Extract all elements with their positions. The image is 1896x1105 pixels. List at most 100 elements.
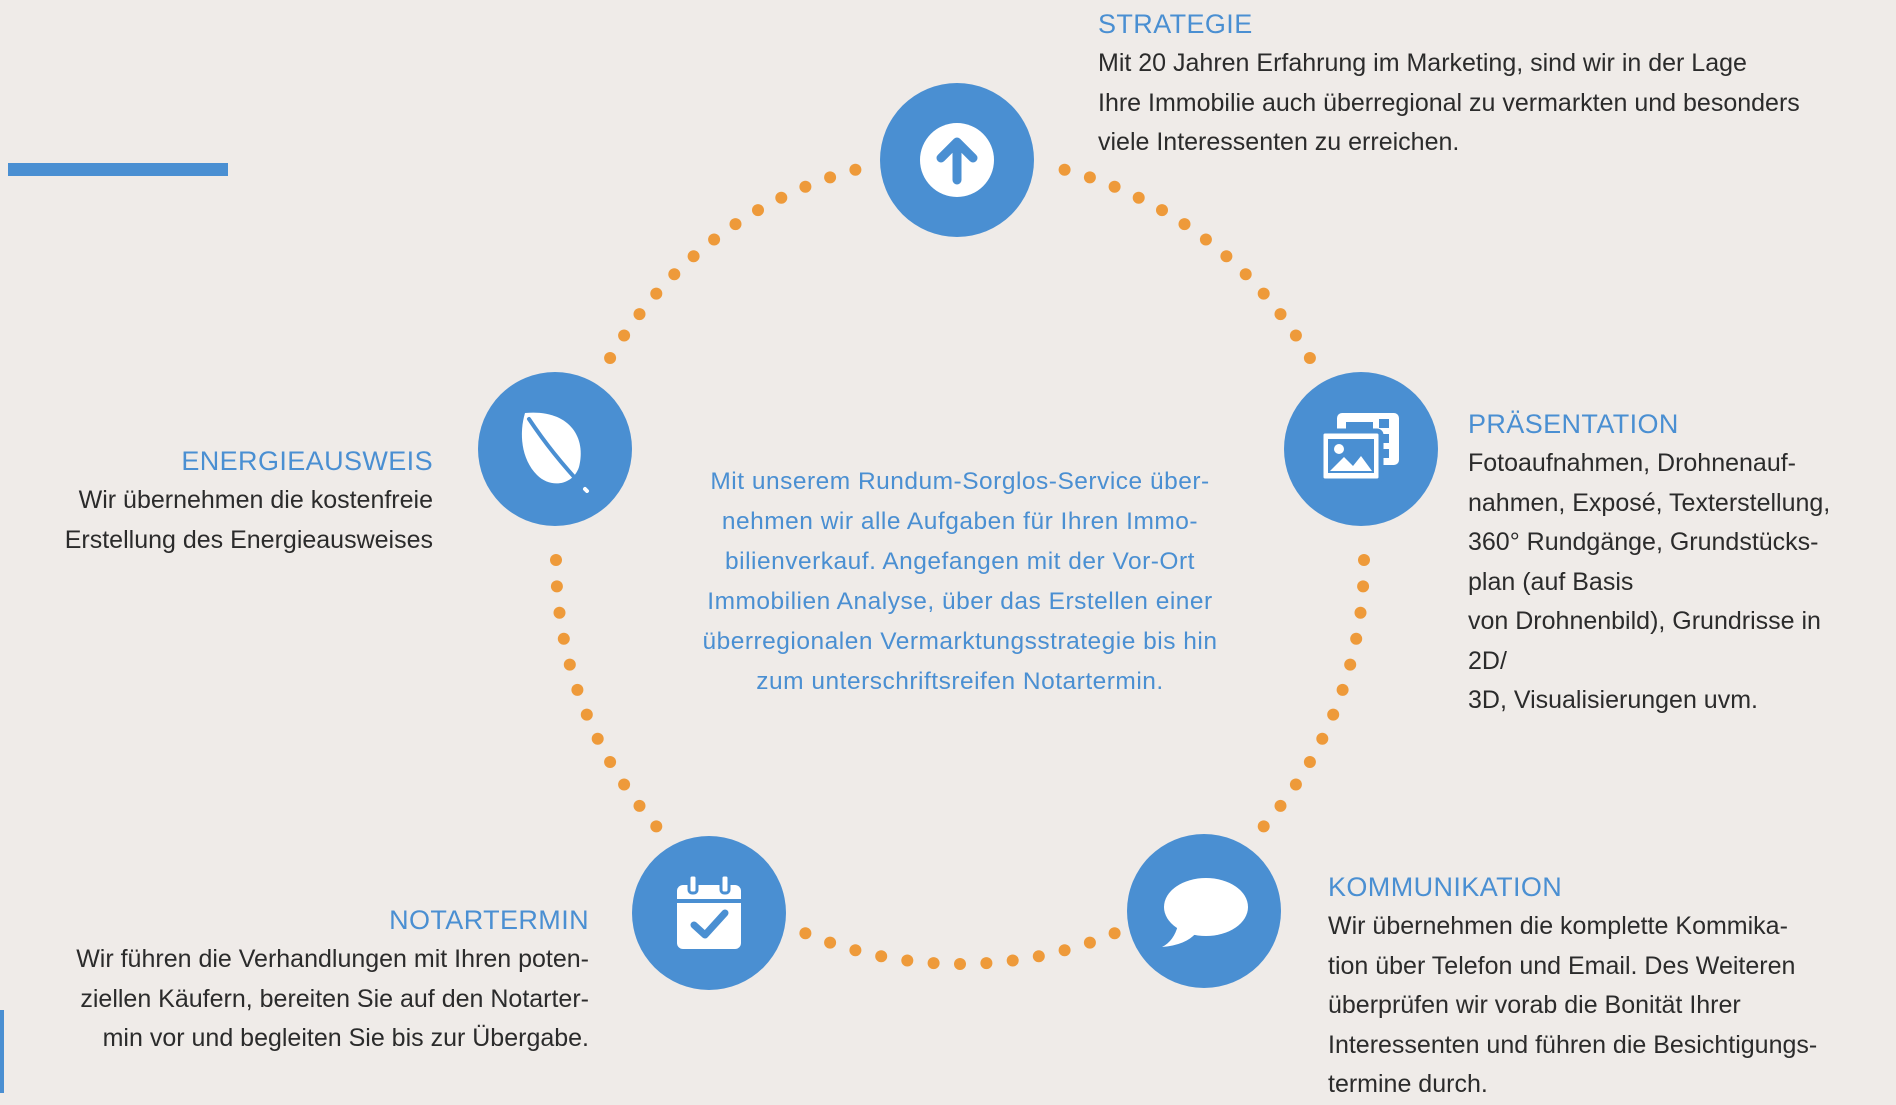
ring-dot [1083, 936, 1096, 949]
energieausweis-line: Erstellung des Energieausweises [64, 525, 433, 554]
kommunikation-line: Interessenten und führen die Besichtigun… [1328, 1030, 1818, 1059]
ring-dot [1289, 778, 1302, 791]
praesentation-line: 3D, Visualisierungen uvm. [1468, 686, 1758, 714]
praesentation-title: PRÄSENTATION [1468, 409, 1679, 439]
center-description-line: nehmen wir alle Aufgaben für Ihren Immo- [721, 508, 1199, 535]
kommunikation-line: termine durch. [1328, 1070, 1488, 1098]
ring-dot [668, 268, 681, 281]
ring-dot [1108, 927, 1121, 940]
ring-dot [849, 163, 862, 176]
ring-dot [1058, 944, 1071, 957]
ring-dot [824, 171, 837, 184]
ring-dot [799, 180, 812, 193]
ring-dot [875, 950, 888, 963]
strategie-text: STRATEGIE Mit 20 Jahren Erfahrung im Mar… [1098, 4, 1800, 163]
center-description-line: überregionalen Vermarktungsstrategie bis… [702, 628, 1218, 655]
praesentation-line: nahmen, Exposé, Texterstellung, [1468, 488, 1831, 517]
ring-dot [954, 958, 966, 970]
ring-dot [1132, 191, 1145, 204]
praesentation-line: 2D/ [1468, 646, 1507, 675]
ring-dot [650, 287, 663, 300]
ring-dot [1336, 683, 1349, 696]
ring-dot [1357, 580, 1370, 593]
notartermin-text: NOTARTERMIN Wir führen die Verhandlungen… [76, 900, 589, 1059]
kommunikation-title: KOMMUNIKATION [1328, 872, 1563, 902]
kommunikation-line: tion über Telefon und Email. Des Weitere… [1328, 951, 1796, 980]
praesentation-line: Fotoaufnahmen, Drohnenauf- [1468, 449, 1796, 477]
ring-dot [980, 957, 993, 970]
praesentation-line: plan (auf Basis [1468, 567, 1634, 596]
energieausweis-line: Wir übernehmen die kostenfreie [78, 486, 433, 514]
ring-dot [1199, 233, 1212, 246]
ring-dot [1289, 329, 1302, 342]
ring-dot [1239, 268, 1252, 281]
ring-dot [550, 580, 563, 593]
calendar-check-icon [677, 873, 741, 949]
ring-dot [799, 927, 812, 940]
ring-dot [1358, 554, 1370, 566]
ring-dot [1108, 180, 1121, 193]
kommunikation-node [1127, 834, 1281, 988]
strategie-node [880, 83, 1034, 237]
ring-dot [563, 658, 576, 671]
ring-dot [1083, 171, 1096, 184]
ring-dot [1274, 308, 1287, 321]
center-description-line: Mit unserem Rundum-Sorglos-Service über- [710, 468, 1210, 495]
center-description-line: Immobilien Analyse, über das Erstellen e… [707, 588, 1213, 615]
ring-dot [1327, 708, 1340, 721]
ring-dot [618, 329, 631, 342]
praesentation-node [1284, 372, 1438, 526]
center-description-line: zum unterschriftsreifen Notartermin. [756, 668, 1164, 695]
notartermin-line: Wir führen die Verhandlungen mit Ihren p… [76, 945, 589, 973]
ring-dot [1257, 820, 1270, 833]
strategie-line: Ihre Immobilie auch überregional zu verm… [1098, 88, 1800, 117]
decorative-edge-bar [0, 1010, 4, 1093]
ring-dot [580, 708, 593, 721]
ring-dot [1303, 756, 1316, 768]
ring-dot [1220, 250, 1233, 263]
strategie-title: STRATEGIE [1098, 9, 1253, 39]
ring-dot [1316, 732, 1329, 745]
ring-dot [1032, 950, 1045, 963]
speech-bubble-icon [1162, 878, 1248, 947]
center-description-line: bilienverkauf. Angefangen mit der Vor-Or… [725, 548, 1195, 575]
ring-dot [927, 957, 940, 970]
ring-dot [633, 799, 646, 812]
leaf-icon [521, 412, 589, 493]
ring-dot [553, 606, 566, 619]
kommunikation-line: überprüfen wir vorab die Bonität Ihrer [1328, 991, 1741, 1019]
ring-dot [604, 756, 617, 768]
media-gallery-icon [1318, 413, 1399, 484]
ring-dot [901, 954, 914, 967]
ring-dot [752, 204, 764, 217]
praesentation-text: PRÄSENTATION Fotoaufnahmen, Drohnenauf- … [1468, 404, 1830, 721]
strategie-line: Mit 20 Jahren Erfahrung im Marketing, si… [1098, 49, 1747, 77]
decorative-accent-bar [8, 163, 228, 176]
energieausweis-text: ENERGIEAUSWEIS Wir übernehmen die kosten… [65, 441, 433, 560]
ring-dot [849, 944, 862, 957]
ring-dot [618, 778, 631, 791]
ring-dot [1178, 218, 1191, 231]
ring-dot [729, 218, 742, 231]
ring-dot [1350, 632, 1363, 645]
ring-dot [1303, 352, 1316, 364]
energieausweis-node [478, 372, 632, 526]
ring-dot [775, 191, 788, 204]
ring-dot [687, 250, 700, 263]
ring-dot [604, 352, 617, 364]
ring-dot [708, 233, 721, 246]
ring-dot [1257, 287, 1270, 300]
center-description: Mit unserem Rundum-Sorglos-Service über-… [660, 462, 1260, 702]
notartermin-line: min vor und begleiten Sie bis zur Überga… [102, 1024, 589, 1052]
ring-dot [571, 683, 584, 696]
ring-dot [633, 308, 646, 321]
notartermin-node [632, 836, 786, 990]
ring-dot [650, 820, 663, 833]
ring-dot [1006, 954, 1019, 967]
kommunikation-text: KOMMUNIKATION Wir übernehmen die komplet… [1328, 867, 1817, 1105]
praesentation-line: 360° Rundgänge, Grundstücks- [1468, 528, 1819, 556]
ring-dot [1344, 658, 1357, 671]
ring-dot [591, 732, 604, 745]
energieausweis-title: ENERGIEAUSWEIS [181, 446, 433, 476]
